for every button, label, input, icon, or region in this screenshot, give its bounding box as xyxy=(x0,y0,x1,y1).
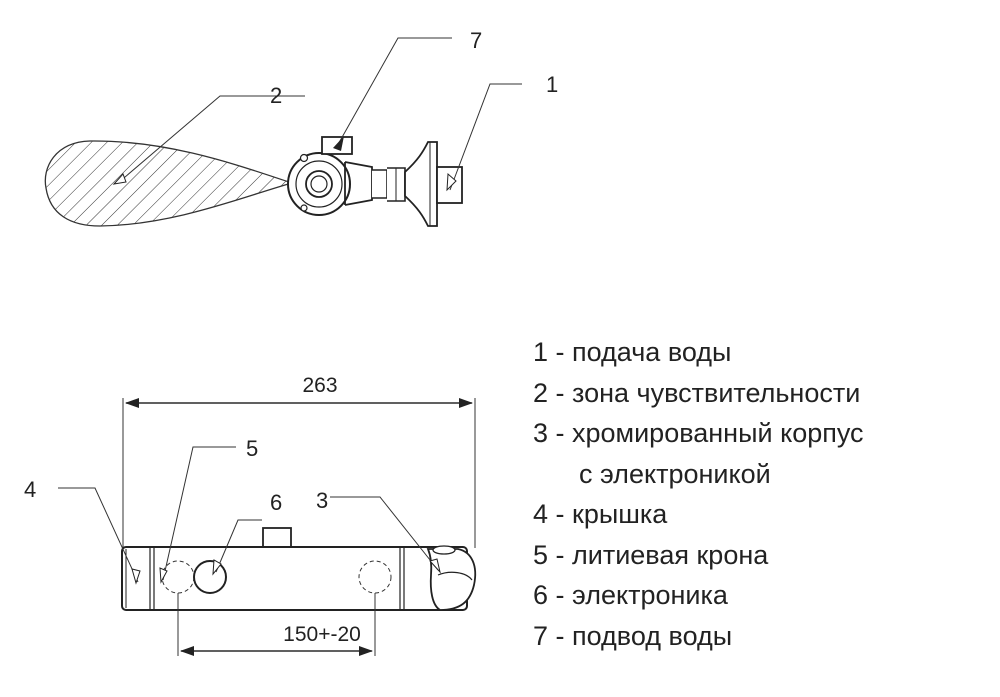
callout-1: 1 xyxy=(546,72,558,97)
electronics-top-box xyxy=(262,527,292,549)
wall-flange xyxy=(404,141,438,227)
legend-item-2: 2 - зона чувствительности xyxy=(533,377,861,408)
chrome-body xyxy=(121,546,468,611)
front-view: 263 150+-20 xyxy=(24,374,477,656)
screw xyxy=(300,204,308,212)
callout-6: 6 xyxy=(270,490,282,515)
callout-4: 4 xyxy=(24,477,36,502)
sensor-lens xyxy=(310,175,328,193)
callout-3: 3 xyxy=(316,488,328,513)
legend-item-5: 5 - литиевая крона xyxy=(533,539,769,570)
leader-5 xyxy=(162,446,236,581)
legend-item-3-continued: с электроникой xyxy=(579,458,771,489)
legend-item-6: 6 - электроника xyxy=(533,580,728,610)
legend: 1 - подача воды 2 - зона чувствительност… xyxy=(533,332,864,656)
sensor-head xyxy=(426,548,477,611)
sensitivity-zone xyxy=(44,140,295,227)
callout-5: 5 xyxy=(246,436,258,461)
legend-item-1: 1 - подача воды xyxy=(533,337,732,367)
callout-7: 7 xyxy=(470,28,482,53)
screw xyxy=(299,153,309,163)
callout-2: 2 xyxy=(270,83,282,108)
dimension-263: 263 xyxy=(302,374,337,397)
leader-1 xyxy=(449,83,522,191)
leader-3 xyxy=(330,496,439,571)
electronics-cap xyxy=(193,560,227,594)
leader-6 xyxy=(215,519,262,573)
dimension-150: 150+-20 xyxy=(283,623,361,646)
legend-item-7: 7 - подвод воды xyxy=(533,620,733,651)
legend-item-4: 4 - крышка xyxy=(533,499,668,529)
top-view: 7 2 1 xyxy=(44,28,558,227)
leader-2 xyxy=(117,95,305,184)
legend-item-3: 3 - хромированный корпус xyxy=(533,418,864,448)
leader-7 xyxy=(335,37,452,149)
leader-4 xyxy=(58,487,139,583)
